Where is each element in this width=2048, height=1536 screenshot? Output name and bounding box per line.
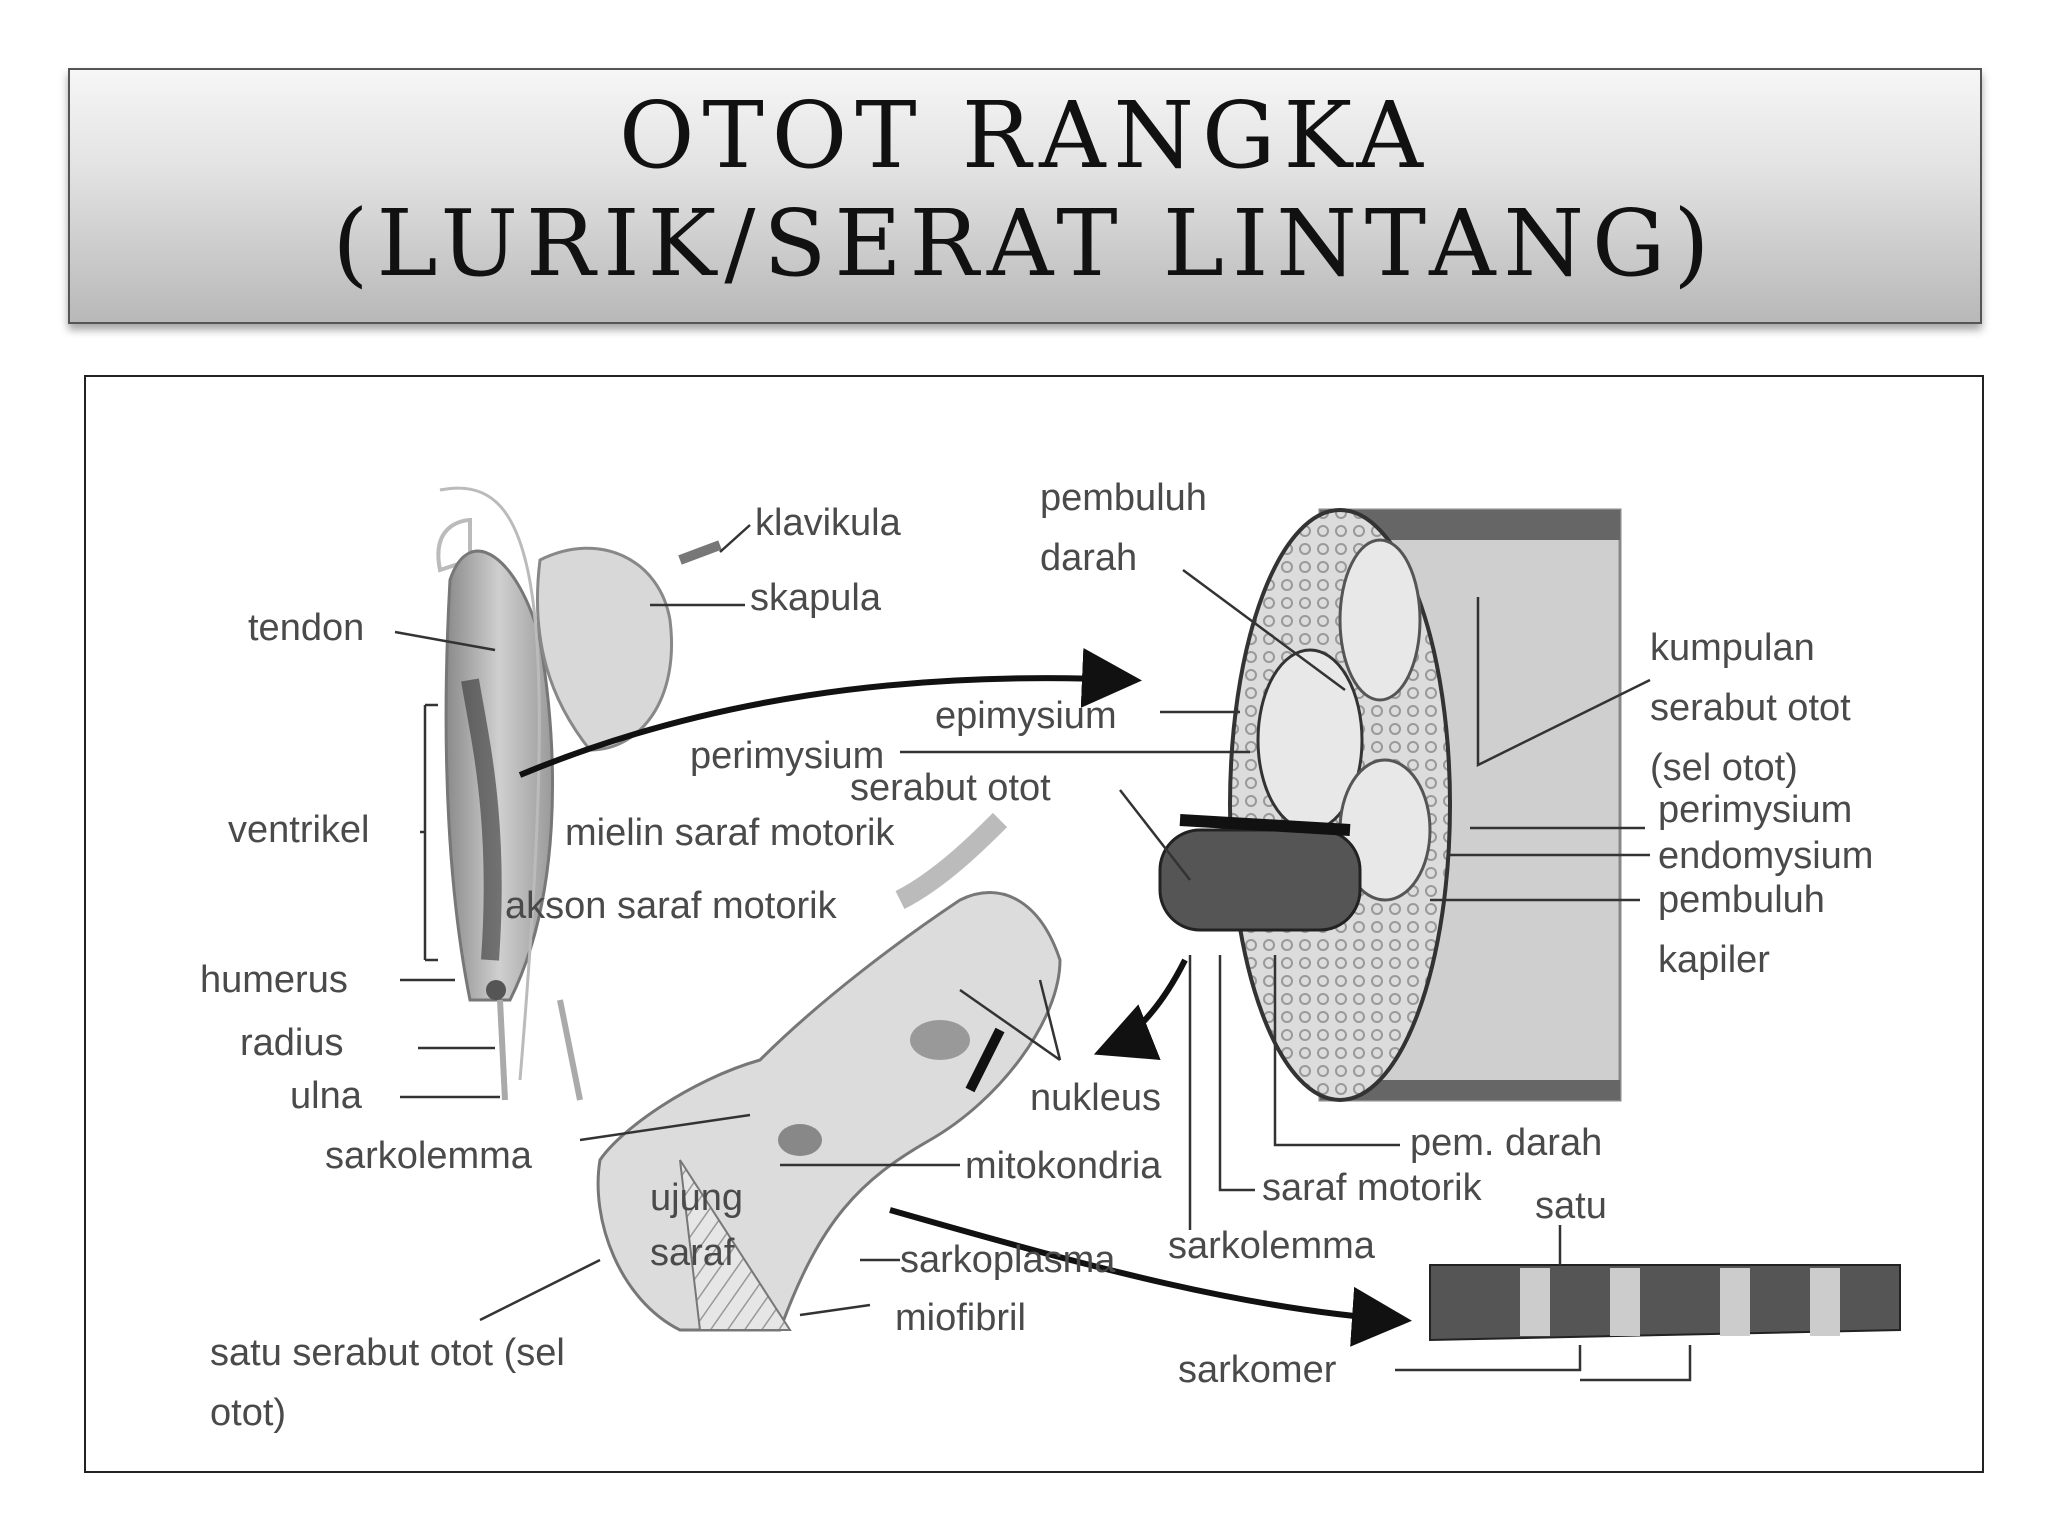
- label-satu-serabut-2: otot): [210, 1392, 286, 1434]
- leader-lines: [394, 524, 1692, 1382]
- label-perimysium: perimysium: [690, 735, 884, 777]
- label-ujung-1: ujung: [650, 1177, 743, 1219]
- label-mitokondria: mitokondria: [965, 1145, 1162, 1187]
- label-kumpulan-3: (sel otot): [1650, 747, 1798, 789]
- label-ujung-2: saraf: [650, 1232, 735, 1274]
- title-line-2: (LURIK/SERAT LINTANG): [332, 190, 1718, 297]
- label-pembuluh-darah-1: pembuluh: [1040, 477, 1207, 519]
- label-sarkoplasma: sarkoplasma: [900, 1239, 1116, 1281]
- muscle-cross-section: [1158, 508, 1622, 1102]
- label-pembuluh-darah-2: darah: [1040, 537, 1137, 579]
- label-sarkolemma-right: sarkolemma: [1168, 1225, 1376, 1267]
- title-banner: OTOT RANGKA (LURIK/SERAT LINTANG): [68, 68, 1982, 324]
- sarcomere-strip: [1429, 1264, 1901, 1342]
- label-pembuluh-kapiler-1: pembuluh: [1658, 879, 1825, 921]
- label-kumpulan-2: serabut otot: [1650, 687, 1851, 729]
- label-epimysium: epimysium: [935, 695, 1117, 737]
- label-tendon: tendon: [248, 607, 364, 649]
- label-humerus: humerus: [200, 959, 348, 1001]
- label-endomysium: endomysium: [1658, 835, 1873, 877]
- label-akson: akson saraf motorik: [505, 885, 838, 927]
- label-pembuluh-kapiler-2: kapiler: [1658, 939, 1770, 981]
- label-nukleus: nukleus: [1030, 1077, 1161, 1119]
- label-klavikula: klavikula: [755, 502, 902, 544]
- label-skapula: skapula: [750, 577, 882, 619]
- label-ventrikel: ventrikel: [228, 809, 370, 851]
- label-sarkomer: sarkomer: [1178, 1349, 1337, 1391]
- label-saraf-motorik: saraf motorik: [1262, 1167, 1483, 1209]
- label-satu-serabut-1: satu serabut otot (sel: [210, 1332, 565, 1374]
- label-kumpulan-1: kumpulan: [1650, 627, 1815, 669]
- arm-illustration: [436, 486, 722, 1101]
- label-ulna: ulna: [290, 1075, 363, 1117]
- muscle-fiber-illustration: [596, 812, 1062, 1332]
- label-perimysium-right: perimysium: [1658, 789, 1852, 831]
- diagram-labels: klavikula skapula tendon ventrikel humer…: [200, 477, 1873, 1434]
- arrow-fiber-to-sarcomere: [889, 1207, 1412, 1347]
- label-serabut-otot: serabut otot: [850, 767, 1051, 809]
- label-miofibril: miofibril: [895, 1297, 1026, 1339]
- label-sarkolemma-left: sarkolemma: [325, 1135, 533, 1177]
- label-satu: satu: [1535, 1185, 1607, 1227]
- label-radius: radius: [240, 1022, 344, 1064]
- label-mielin: mielin saraf motorik: [565, 812, 895, 854]
- label-pem-darah: pem. darah: [1410, 1122, 1602, 1164]
- title-line-1: OTOT RANGKA: [619, 82, 1431, 189]
- arrow-section-to-fiber: [1093, 958, 1188, 1060]
- arrow-arm-to-section: [518, 647, 1142, 778]
